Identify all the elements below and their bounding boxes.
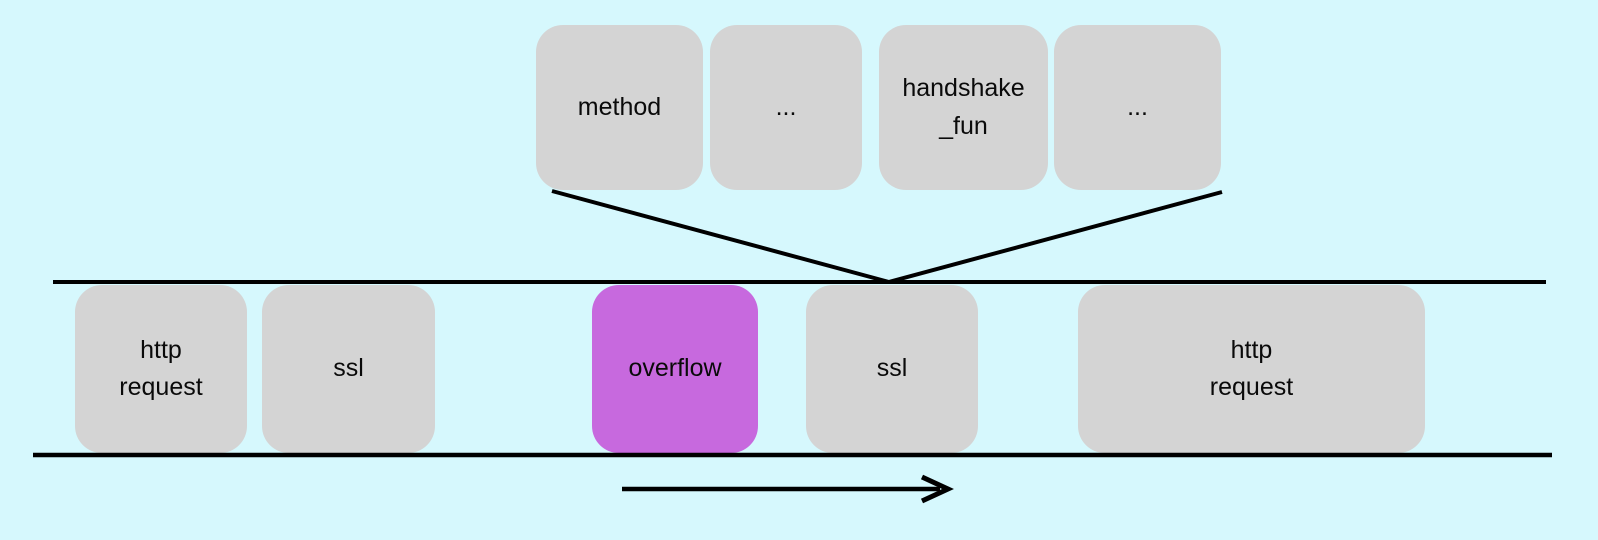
detail-box-ellipsis-1: ... [710,25,862,190]
stream-box-http-request-1: http request [75,285,247,453]
detail-box-ellipsis-2: ... [1054,25,1221,190]
stream-box-http-request-2: http request [1078,285,1425,453]
zoom-edge-right-line [888,190,1223,284]
detail-box-method: method [536,25,703,190]
stream-box-ssl-2: ssl [806,285,978,453]
stream-box-overflow: overflow [592,285,758,453]
stream-box-ssl-1: ssl [262,285,435,453]
zoom-edge-left-line [551,189,890,284]
direction-arrow-head [920,474,954,504]
detail-box-handshake-fun: handshake _fun [879,25,1048,190]
direction-arrow [622,474,954,504]
